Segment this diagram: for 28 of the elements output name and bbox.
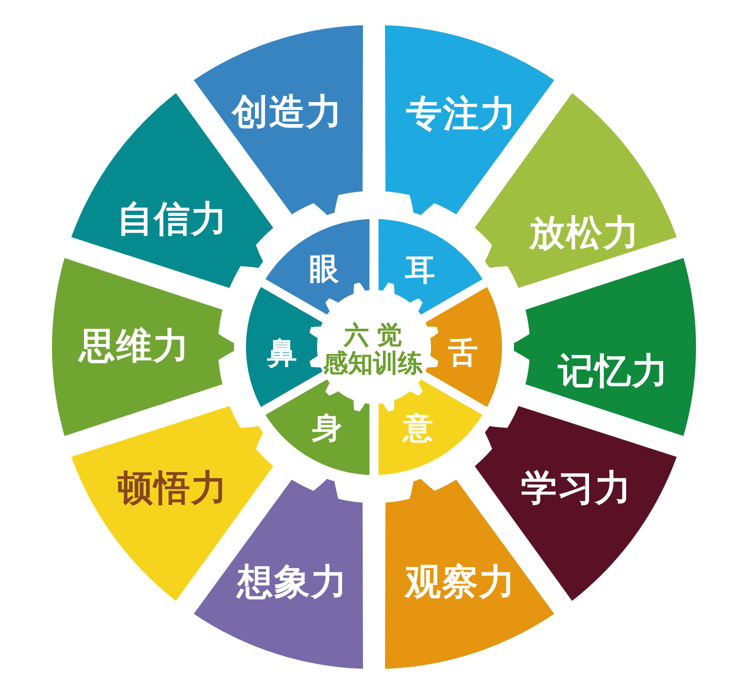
segment-label: 舌	[448, 339, 478, 369]
outer-ring-segment	[385, 25, 555, 216]
segment-label: 耳	[405, 256, 435, 286]
segment-label: 专注力	[406, 97, 517, 133]
center-subtitle: 感知训练	[323, 350, 423, 376]
segment-label: 学习力	[521, 471, 632, 507]
inner-ring-segment	[425, 286, 502, 408]
inner-ring-segment	[246, 286, 323, 408]
inner-ring-segment	[265, 379, 370, 475]
segment-label: 创造力	[232, 95, 343, 131]
segment-label: 思维力	[79, 329, 190, 365]
segment-label: 顿悟力	[117, 471, 228, 507]
segment-label: 想象力	[237, 565, 348, 601]
center-title: 六觉	[344, 322, 410, 348]
segment-label: 身	[312, 414, 342, 444]
segment-label: 观察力	[405, 565, 516, 601]
inner-ring-segment	[265, 219, 370, 315]
outer-ring-segment	[513, 258, 696, 436]
segment-label: 放松力	[529, 216, 640, 252]
outer-ring-segment	[71, 405, 274, 601]
segment-label: 自信力	[117, 202, 228, 238]
segment-label: 记忆力	[558, 354, 669, 390]
segment-label: 鼻	[267, 339, 297, 369]
segment-label: 眼	[309, 255, 339, 285]
outer-ring-segment	[52, 258, 235, 436]
segment-label: 意	[403, 414, 433, 444]
inner-ring-segment	[378, 379, 483, 475]
inner-ring-segment	[378, 219, 483, 315]
